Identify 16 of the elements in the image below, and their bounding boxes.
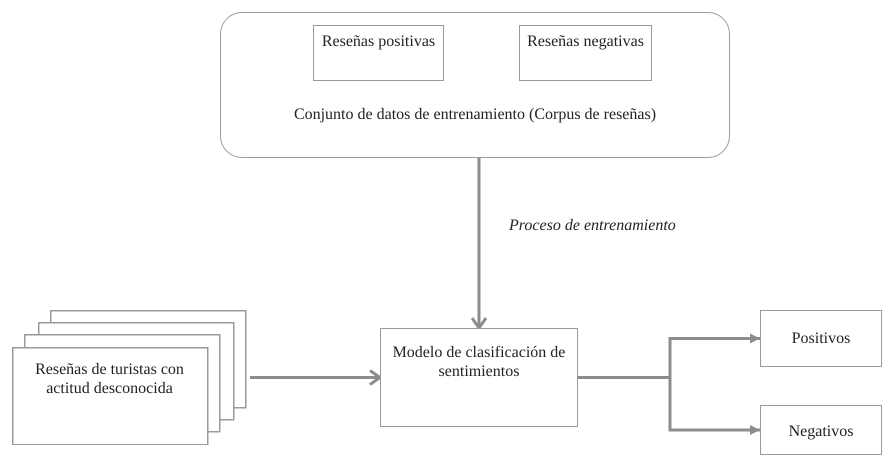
output-box [760,310,882,367]
arrow [250,369,382,386]
process-box [380,328,578,427]
container-box [220,12,730,158]
node-label: Reseñas negativas [526,32,645,52]
node-label: Negativos [788,422,854,442]
node-label: Modelo de clasificación de sentimientos [392,343,566,382]
arrow [470,158,488,330]
output-box [760,405,882,455]
process-box [519,25,652,81]
node-label: Reseñas de turistas con actitud desconocida [34,360,185,398]
process-box [313,25,444,81]
node-label: Conjunto de datos de entrenamiento (Corpus de reseñas) [292,105,658,124]
arrow [578,376,760,435]
node-label: Reseñas positivas [320,32,436,52]
node-label: Positivos [790,329,852,348]
